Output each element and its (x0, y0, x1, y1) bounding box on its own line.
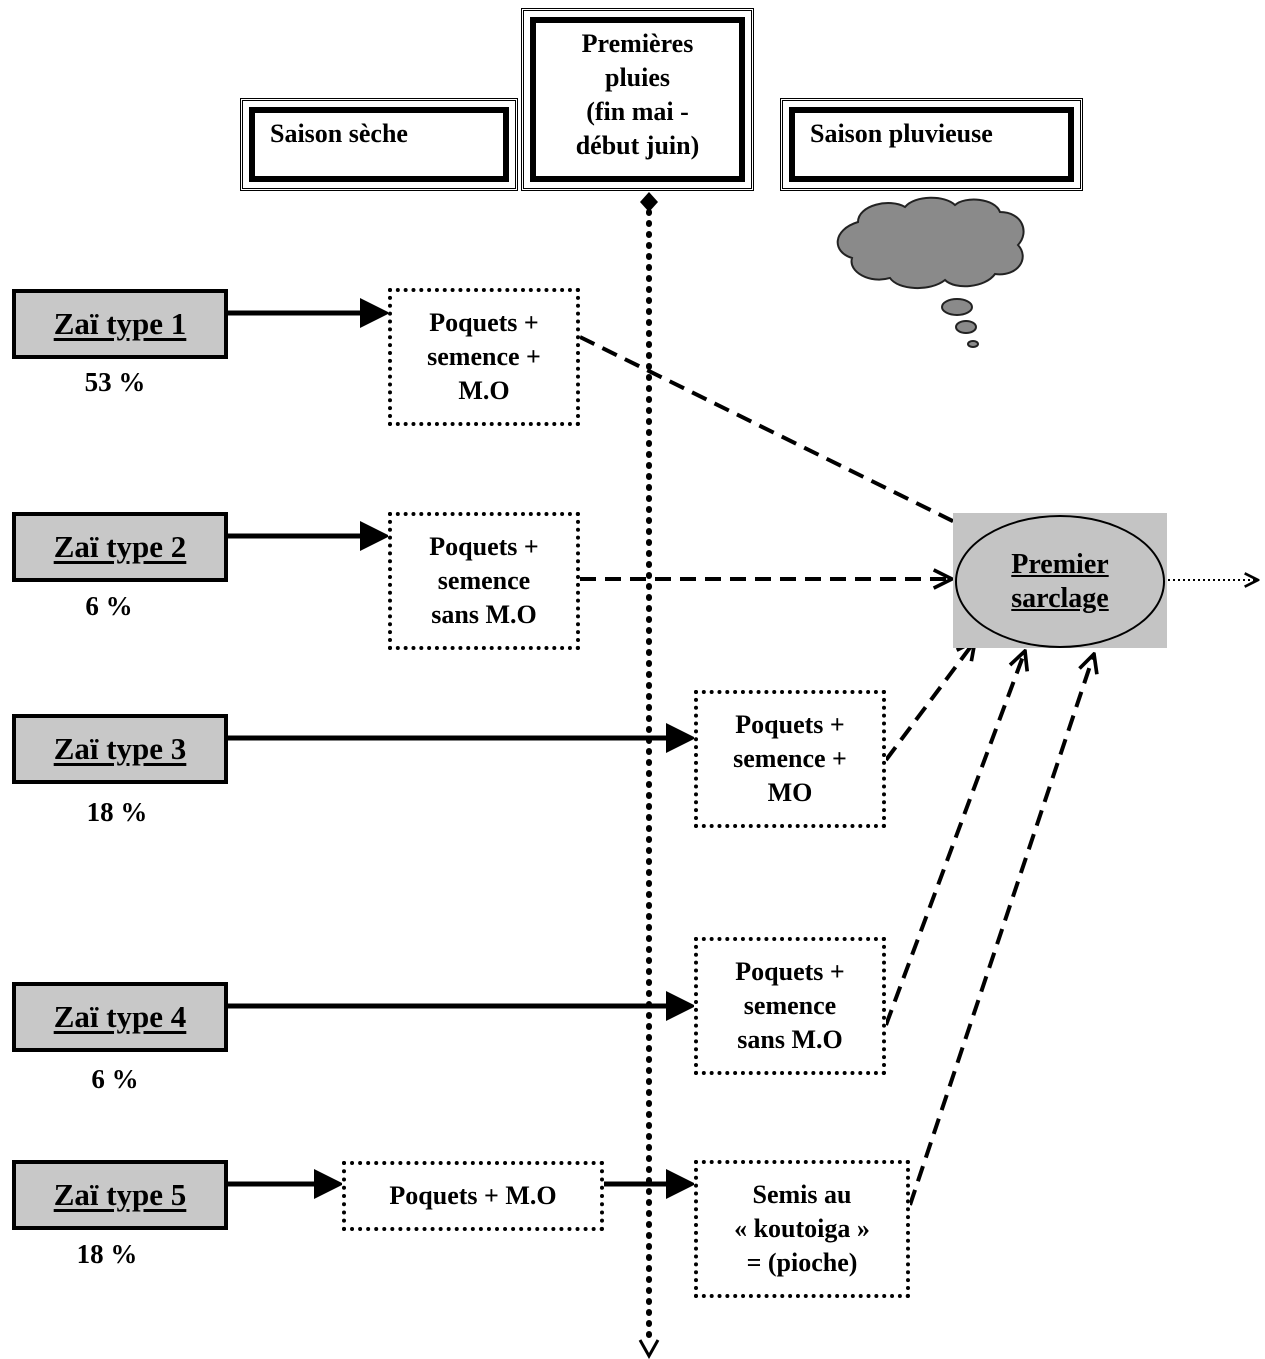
zai-type-5-box: Zaï type 5 (12, 1160, 228, 1230)
zai-type-2-box: Zaï type 2 (12, 512, 228, 582)
zai-type-4-percent: 6 % (91, 1064, 139, 1094)
dry-season-label: Saison sèche (270, 119, 408, 148)
step-type-2: Poquets + semence sans M.O (388, 512, 580, 650)
zai-type-2-percent: 6 % (85, 591, 133, 621)
solid-arrows (227, 298, 696, 1199)
timeline-start-diamond (640, 192, 658, 212)
dashed-arrow-1 (579, 335, 975, 532)
arrowhead-type4 (666, 991, 696, 1021)
first-rains-header: Premières pluies (fin mai - début juin) (521, 8, 754, 191)
dashed-arrow-3 (884, 641, 975, 762)
arrowhead-type5-sowing (666, 1169, 696, 1199)
rainy-season-label: Saison pluvieuse (810, 119, 993, 148)
step-type-5-sowing: Semis au « koutoiga » = (pioche) (694, 1160, 910, 1298)
step-type-1: Poquets + semence + M.O (388, 288, 580, 426)
zai-type-3-percent: 18 % (86, 797, 148, 827)
dashed-arrow-4 (884, 651, 1025, 1026)
zai-type-3-box: Zaï type 3 (12, 714, 228, 784)
premier-sarclage-node: Premier sarclage (955, 515, 1165, 648)
zai-type-4-box: Zaï type 4 (12, 982, 228, 1052)
zai-type-1-box: Zaï type 1 (12, 289, 228, 359)
dashed-arrow-5 (908, 654, 1094, 1206)
step-type-5-holes: Poquets + M.O (342, 1161, 604, 1231)
timeline-axis (638, 192, 660, 1359)
dry-season-header: Saison sèche (240, 98, 518, 191)
first-rains-label: Premières pluies (fin mai - début juin) (575, 29, 700, 160)
dashed-arrows (579, 335, 1094, 1206)
arrowhead-type3 (666, 723, 696, 753)
rainy-season-header: Saison pluvieuse (780, 98, 1083, 191)
step-type-3: Poquets + semence + MO (694, 690, 886, 828)
rain-cloud-icon (836, 196, 1025, 348)
step-type-4: Poquets + semence sans M.O (694, 937, 886, 1075)
zai-type-1-percent: 53 % (84, 367, 146, 397)
arrowhead-type5 (314, 1169, 344, 1199)
timeline-end-arrow (638, 1339, 660, 1359)
arrowhead-type1 (360, 298, 390, 328)
zai-type-5-percent: 18 % (76, 1239, 138, 1269)
arrowhead-type2 (360, 521, 390, 551)
